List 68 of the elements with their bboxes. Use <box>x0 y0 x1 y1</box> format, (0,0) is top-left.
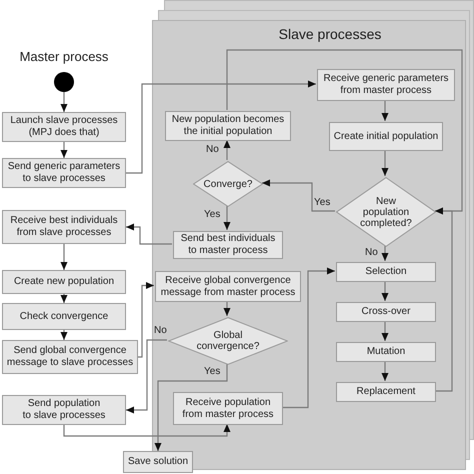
arrow <box>224 301 230 316</box>
box-label: Receive best individuals from slave processes <box>9 215 119 239</box>
process-box <box>2 158 126 188</box>
process-box <box>173 231 283 259</box>
arrow <box>60 92 68 112</box>
arrow <box>382 281 388 301</box>
arrow <box>382 321 388 341</box>
arrow <box>382 361 388 381</box>
arrow <box>224 206 230 230</box>
box-label: Create initial population <box>334 130 438 142</box>
process-box <box>2 303 126 330</box>
process-box <box>336 382 436 402</box>
box-label: Send best individuals to master process <box>180 233 276 257</box>
swimlane-panel <box>152 20 466 470</box>
box-label: Create new population <box>14 276 114 288</box>
arrow <box>226 49 463 214</box>
process-box <box>329 122 443 151</box>
process-box <box>155 271 301 302</box>
arrow <box>282 268 335 408</box>
box-label: Receive generic parameters from master process <box>322 73 450 97</box>
arrow <box>126 224 172 245</box>
box-label: Send population to slave processes <box>22 398 106 422</box>
box-label: Replacement <box>356 386 416 398</box>
arrow <box>60 294 68 303</box>
box-label: Launch slave processes (MPJ does that) <box>9 115 119 139</box>
process-box <box>2 270 126 294</box>
arrow <box>382 100 388 121</box>
arrow <box>138 282 154 358</box>
column-heading: Master process <box>19 49 109 65</box>
arrow <box>154 364 228 451</box>
decision-label: Converge? <box>202 178 254 190</box>
process-box <box>165 111 291 141</box>
box-label: New population becomes the initial population <box>170 114 286 138</box>
arrow <box>382 246 388 261</box>
decision-label: New population completed? <box>359 196 413 228</box>
arrow <box>60 330 68 340</box>
process-box <box>2 340 138 374</box>
arrow <box>60 142 68 158</box>
process-box <box>317 69 455 101</box>
process-box <box>2 395 126 425</box>
process-box <box>173 392 283 425</box>
arrow <box>262 180 335 212</box>
process-box <box>2 210 126 244</box>
box-label: Save solution <box>128 456 188 468</box>
decision-label: Global convergence? <box>196 330 260 352</box>
arrow <box>382 150 388 176</box>
arrow <box>126 339 167 414</box>
box-label: Receive global convergence message from master process <box>160 274 296 298</box>
box-label: Check convergence <box>20 310 108 322</box>
process-box <box>336 262 436 282</box>
box-label: Send generic parameters to slave processes <box>6 161 122 185</box>
box-label: Mutation <box>366 346 406 358</box>
decision-diamond <box>336 177 436 247</box>
process-box <box>336 302 436 322</box>
process-box <box>336 342 436 362</box>
box-label: Cross-over <box>362 306 410 318</box>
panel-title: Slave processes <box>278 26 382 42</box>
process-box <box>2 112 126 142</box>
arrow <box>63 424 230 437</box>
box-label: Send global convergence message to slave processes <box>6 345 134 369</box>
arrow <box>126 80 316 174</box>
box-label: Selection <box>365 266 407 278</box>
arrow <box>60 244 68 270</box>
arrow <box>224 140 230 160</box>
process-box <box>123 451 193 473</box>
decision-diamond <box>193 161 263 207</box>
decision-diamond <box>168 317 288 365</box>
box-label: Receive population from master process <box>181 396 275 420</box>
